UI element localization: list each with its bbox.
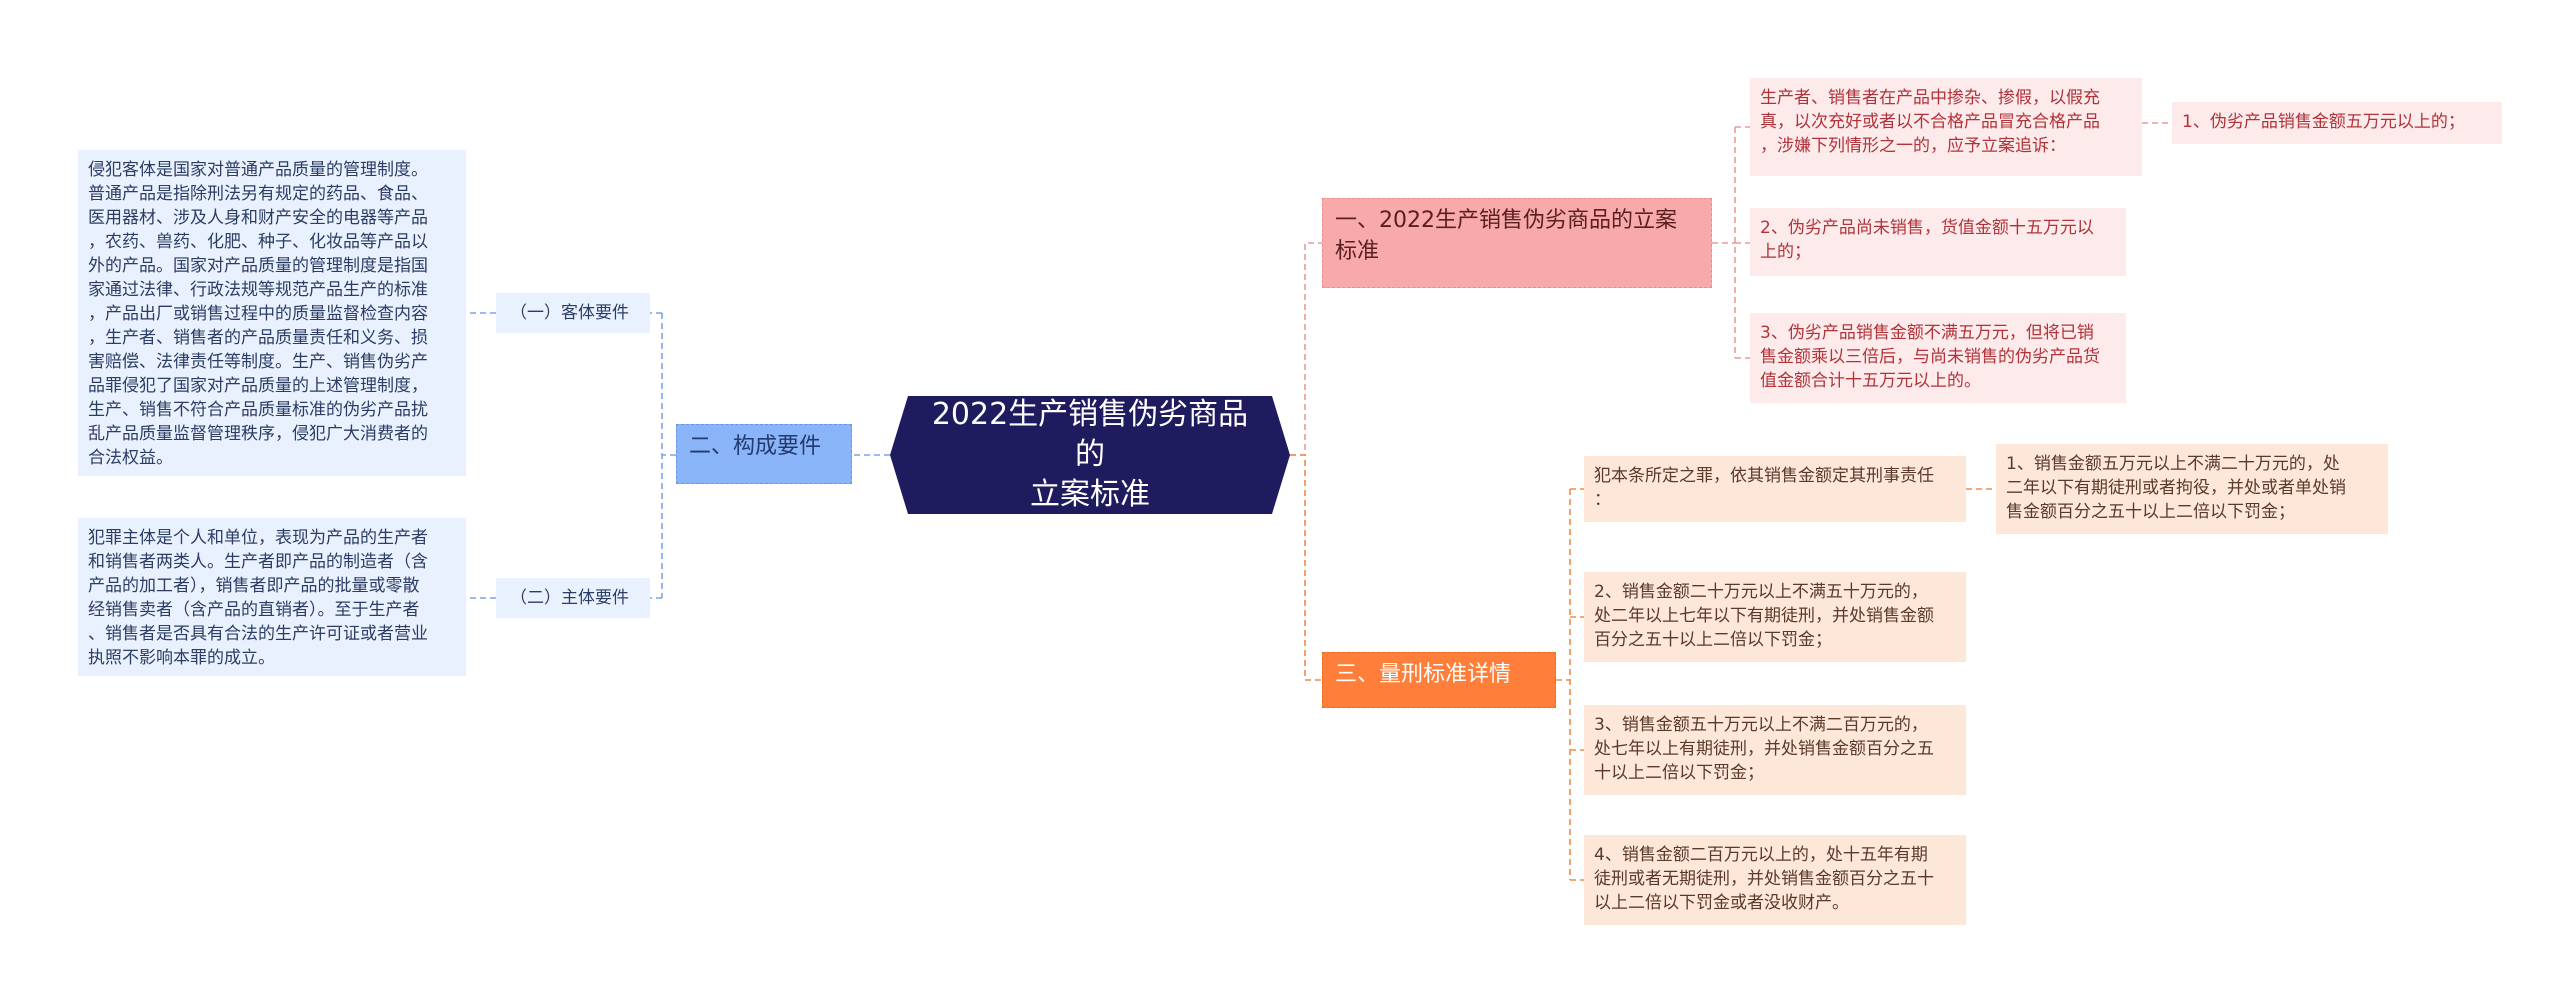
sentencing-item-4[interactable]: 4、销售金额二百万元以上的，处十五年有期 徒刑或者无期徒刑，并处销售金额百分之五… (1584, 835, 1966, 925)
branch-filing-standard[interactable]: 一、2022生产销售伪劣商品的立案 标准 (1322, 198, 1712, 288)
filing-intro[interactable]: 生产者、销售者在产品中掺杂、掺假，以假充 真，以次充好或者以不合格产品冒充合格产… (1750, 78, 2142, 176)
branch-constituent-elements[interactable]: 二、构成要件 (676, 424, 852, 484)
edge-root-b3 (1290, 454, 1322, 681)
object-element-text[interactable]: 侵犯客体是国家对普通产品质量的管理制度。 普通产品是指除刑法另有规定的药品、食品… (78, 150, 466, 476)
sentencing-item-2[interactable]: 2、销售金额二十万元以上不满五十万元的， 处二年以上七年以下有期徒刑，并处销售金… (1584, 572, 1966, 662)
root-topic[interactable]: 2022生产销售伪劣商品的 立案标准 (890, 396, 1290, 514)
edge-root-b1 (1290, 242, 1322, 456)
sentencing-intro[interactable]: 犯本条所定之罪，依其销售金额定其刑事责任 ： (1584, 456, 1966, 522)
object-element-label[interactable]: （一）客体要件 (496, 293, 650, 333)
subject-element-text[interactable]: 犯罪主体是个人和单位，表现为产品的生产者 和销售者两类人。生产者即产品的制造者（… (78, 518, 466, 676)
edge-b3-children (1556, 488, 1584, 881)
edge-b2-children (650, 312, 676, 599)
edge-b1-children (1712, 126, 1750, 359)
branch-sentencing-standard[interactable]: 三、量刑标准详情 (1322, 652, 1556, 708)
filing-item-2[interactable]: 2、伪劣产品尚未销售，货值金额十五万元以 上的； (1750, 208, 2126, 276)
filing-item-3[interactable]: 3、伪劣产品销售金额不满五万元，但将已销 售金额乘以三倍后，与尚未销售的伪劣产品… (1750, 313, 2126, 403)
filing-item-1[interactable]: 1、伪劣产品销售金额五万元以上的； (2172, 102, 2502, 144)
sentencing-item-1[interactable]: 1、销售金额五万元以上不满二十万元的，处 二年以下有期徒刑或者拘役，并处或者单处… (1996, 444, 2388, 534)
edge-b2-labels-texts (466, 312, 496, 599)
subject-element-label[interactable]: （二）主体要件 (496, 578, 650, 618)
sentencing-item-3[interactable]: 3、销售金额五十万元以上不满二百万元的， 处七年以上有期徒刑，并处销售金额百分之… (1584, 705, 1966, 795)
